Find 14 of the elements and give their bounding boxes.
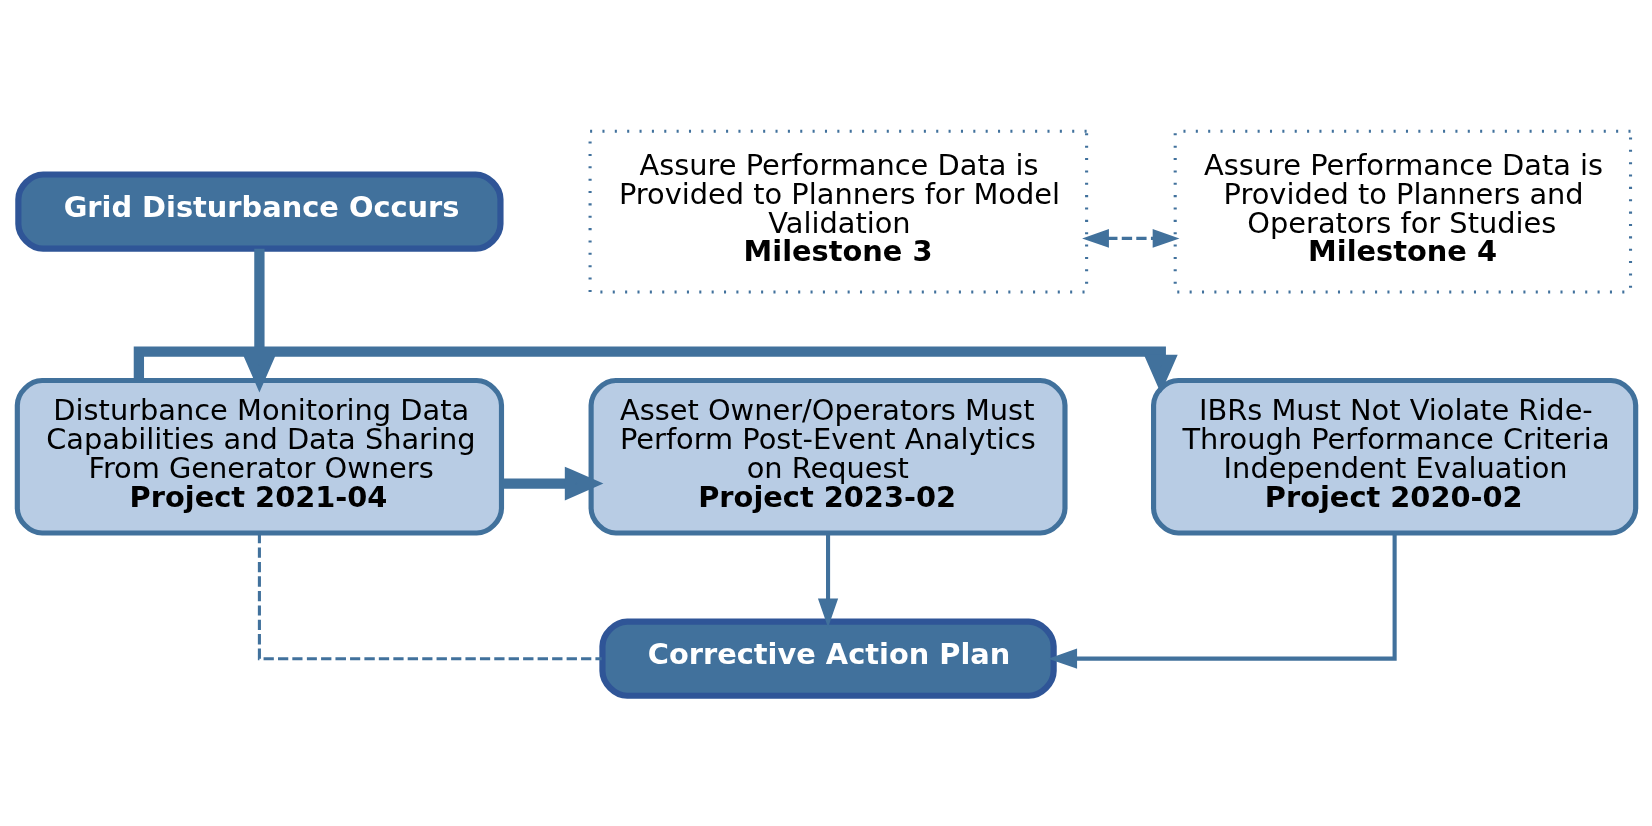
node-box: Assure Performance Data is Provided to Planners and Operators for Studies Milestone 4: [1173, 129, 1632, 293]
node-box: Disturbance Monitoring Data Capabilities and Data Sharing From Generator Owners Project 2021-04: [14, 377, 504, 536]
node-box: Corrective Action Plan: [598, 618, 1057, 699]
arrow: [1081, 228, 1179, 248]
arrow: [817, 532, 838, 627]
node-box: IBRs Must Not Violate Ride-Through Performance Criteria Independent Evaluation Project 2020-02: [1150, 377, 1638, 536]
arrow: [242, 248, 276, 392]
connector: [257, 532, 602, 660]
arrow: [501, 466, 603, 500]
node-box: Grid Disturbance Occurs: [14, 170, 504, 252]
arrow: [1047, 532, 1397, 669]
node-box: Asset Owner/Operators Must Perform Post-Event Analytics on Request Project 2023-02: [588, 377, 1068, 536]
node-box: Assure Performance Data is Provided to Planners for Model Validation Milestone 3: [588, 129, 1088, 293]
arrow: [133, 346, 1178, 393]
